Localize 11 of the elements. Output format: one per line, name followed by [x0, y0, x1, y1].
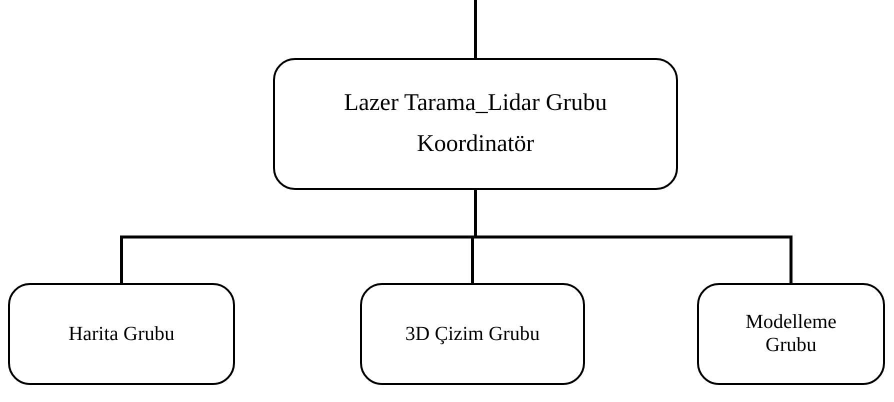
org-box — [697, 283, 885, 385]
org-box — [360, 283, 585, 385]
connector-line — [474, 0, 477, 58]
node-title: Harita Grubu — [68, 322, 175, 346]
node-subtitle: Koordinatör — [416, 131, 534, 158]
org-box — [8, 283, 235, 385]
node-title: Modelleme Grubu — [744, 311, 838, 357]
org-box — [273, 58, 678, 190]
connector-line — [474, 190, 792, 283]
node-title: 3D Çizim Grubu — [405, 322, 540, 346]
node-title: Lazer Tarama_Lidar Grubu — [344, 90, 608, 117]
